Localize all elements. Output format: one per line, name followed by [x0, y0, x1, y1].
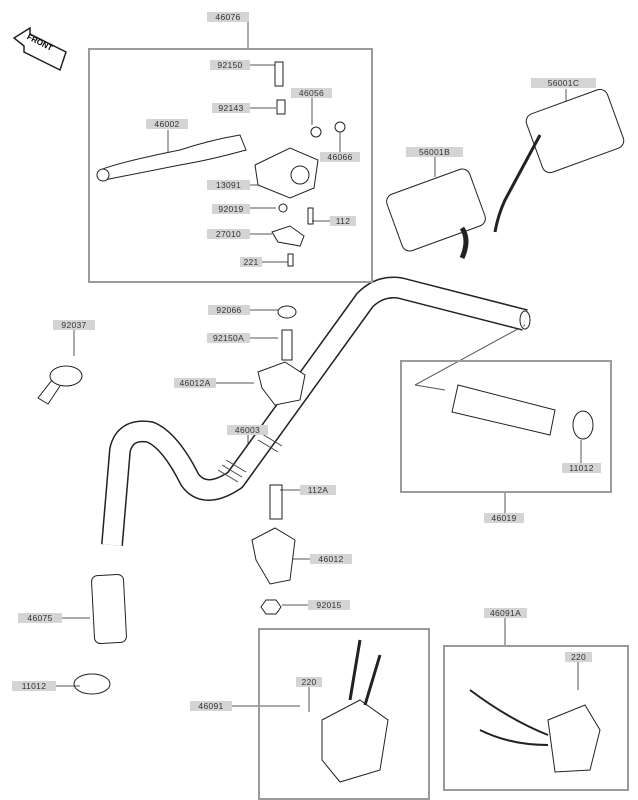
part-label-46091A[interactable]: 46091A — [484, 608, 527, 618]
front-arrow-icon — [12, 26, 67, 72]
part-label-46066[interactable]: 46066 — [320, 152, 360, 162]
part-label-46076[interactable]: 46076 — [207, 12, 249, 22]
part-label-11012-left[interactable]: 11012 — [12, 681, 56, 691]
part-label-27010[interactable]: 27010 — [207, 229, 250, 239]
part-label-46056[interactable]: 46056 — [291, 88, 332, 98]
right-switch-frame — [443, 645, 629, 791]
lever-assembly-frame — [88, 48, 373, 283]
part-label-46012[interactable]: 46012 — [310, 554, 352, 564]
handlebar-drawing — [101, 276, 531, 546]
part-label-220-right[interactable]: 220 — [565, 652, 592, 662]
part-label-92019[interactable]: 92019 — [212, 204, 250, 214]
part-label-46012A[interactable]: 46012A — [174, 378, 216, 388]
part-label-92143[interactable]: 92143 — [212, 103, 250, 113]
part-label-13091[interactable]: 13091 — [207, 180, 250, 190]
part-label-221[interactable]: 221 — [240, 257, 262, 267]
mirror-drawings — [386, 88, 625, 260]
part-label-46091[interactable]: 46091 — [190, 701, 232, 711]
part-label-92037[interactable]: 92037 — [53, 320, 95, 330]
part-label-92150A[interactable]: 92150A — [207, 333, 250, 343]
part-label-46003[interactable]: 46003 — [227, 425, 268, 435]
part-label-11012-right[interactable]: 11012 — [562, 463, 601, 473]
part-label-112A[interactable]: 112A — [300, 485, 336, 495]
part-label-92150[interactable]: 92150 — [210, 60, 250, 70]
part-label-46019[interactable]: 46019 — [484, 513, 524, 523]
part-label-92015[interactable]: 92015 — [308, 600, 350, 610]
left-switch-frame — [258, 628, 430, 800]
part-label-46075[interactable]: 46075 — [18, 613, 62, 623]
part-label-56001C[interactable]: 56001C — [531, 78, 596, 88]
part-label-46002[interactable]: 46002 — [146, 119, 188, 129]
part-label-92066[interactable]: 92066 — [208, 305, 250, 315]
part-label-220-left[interactable]: 220 — [296, 677, 322, 687]
part-label-112[interactable]: 112 — [330, 216, 356, 226]
throttle-grip-frame — [400, 360, 612, 493]
part-label-56001B[interactable]: 56001B — [406, 147, 463, 157]
